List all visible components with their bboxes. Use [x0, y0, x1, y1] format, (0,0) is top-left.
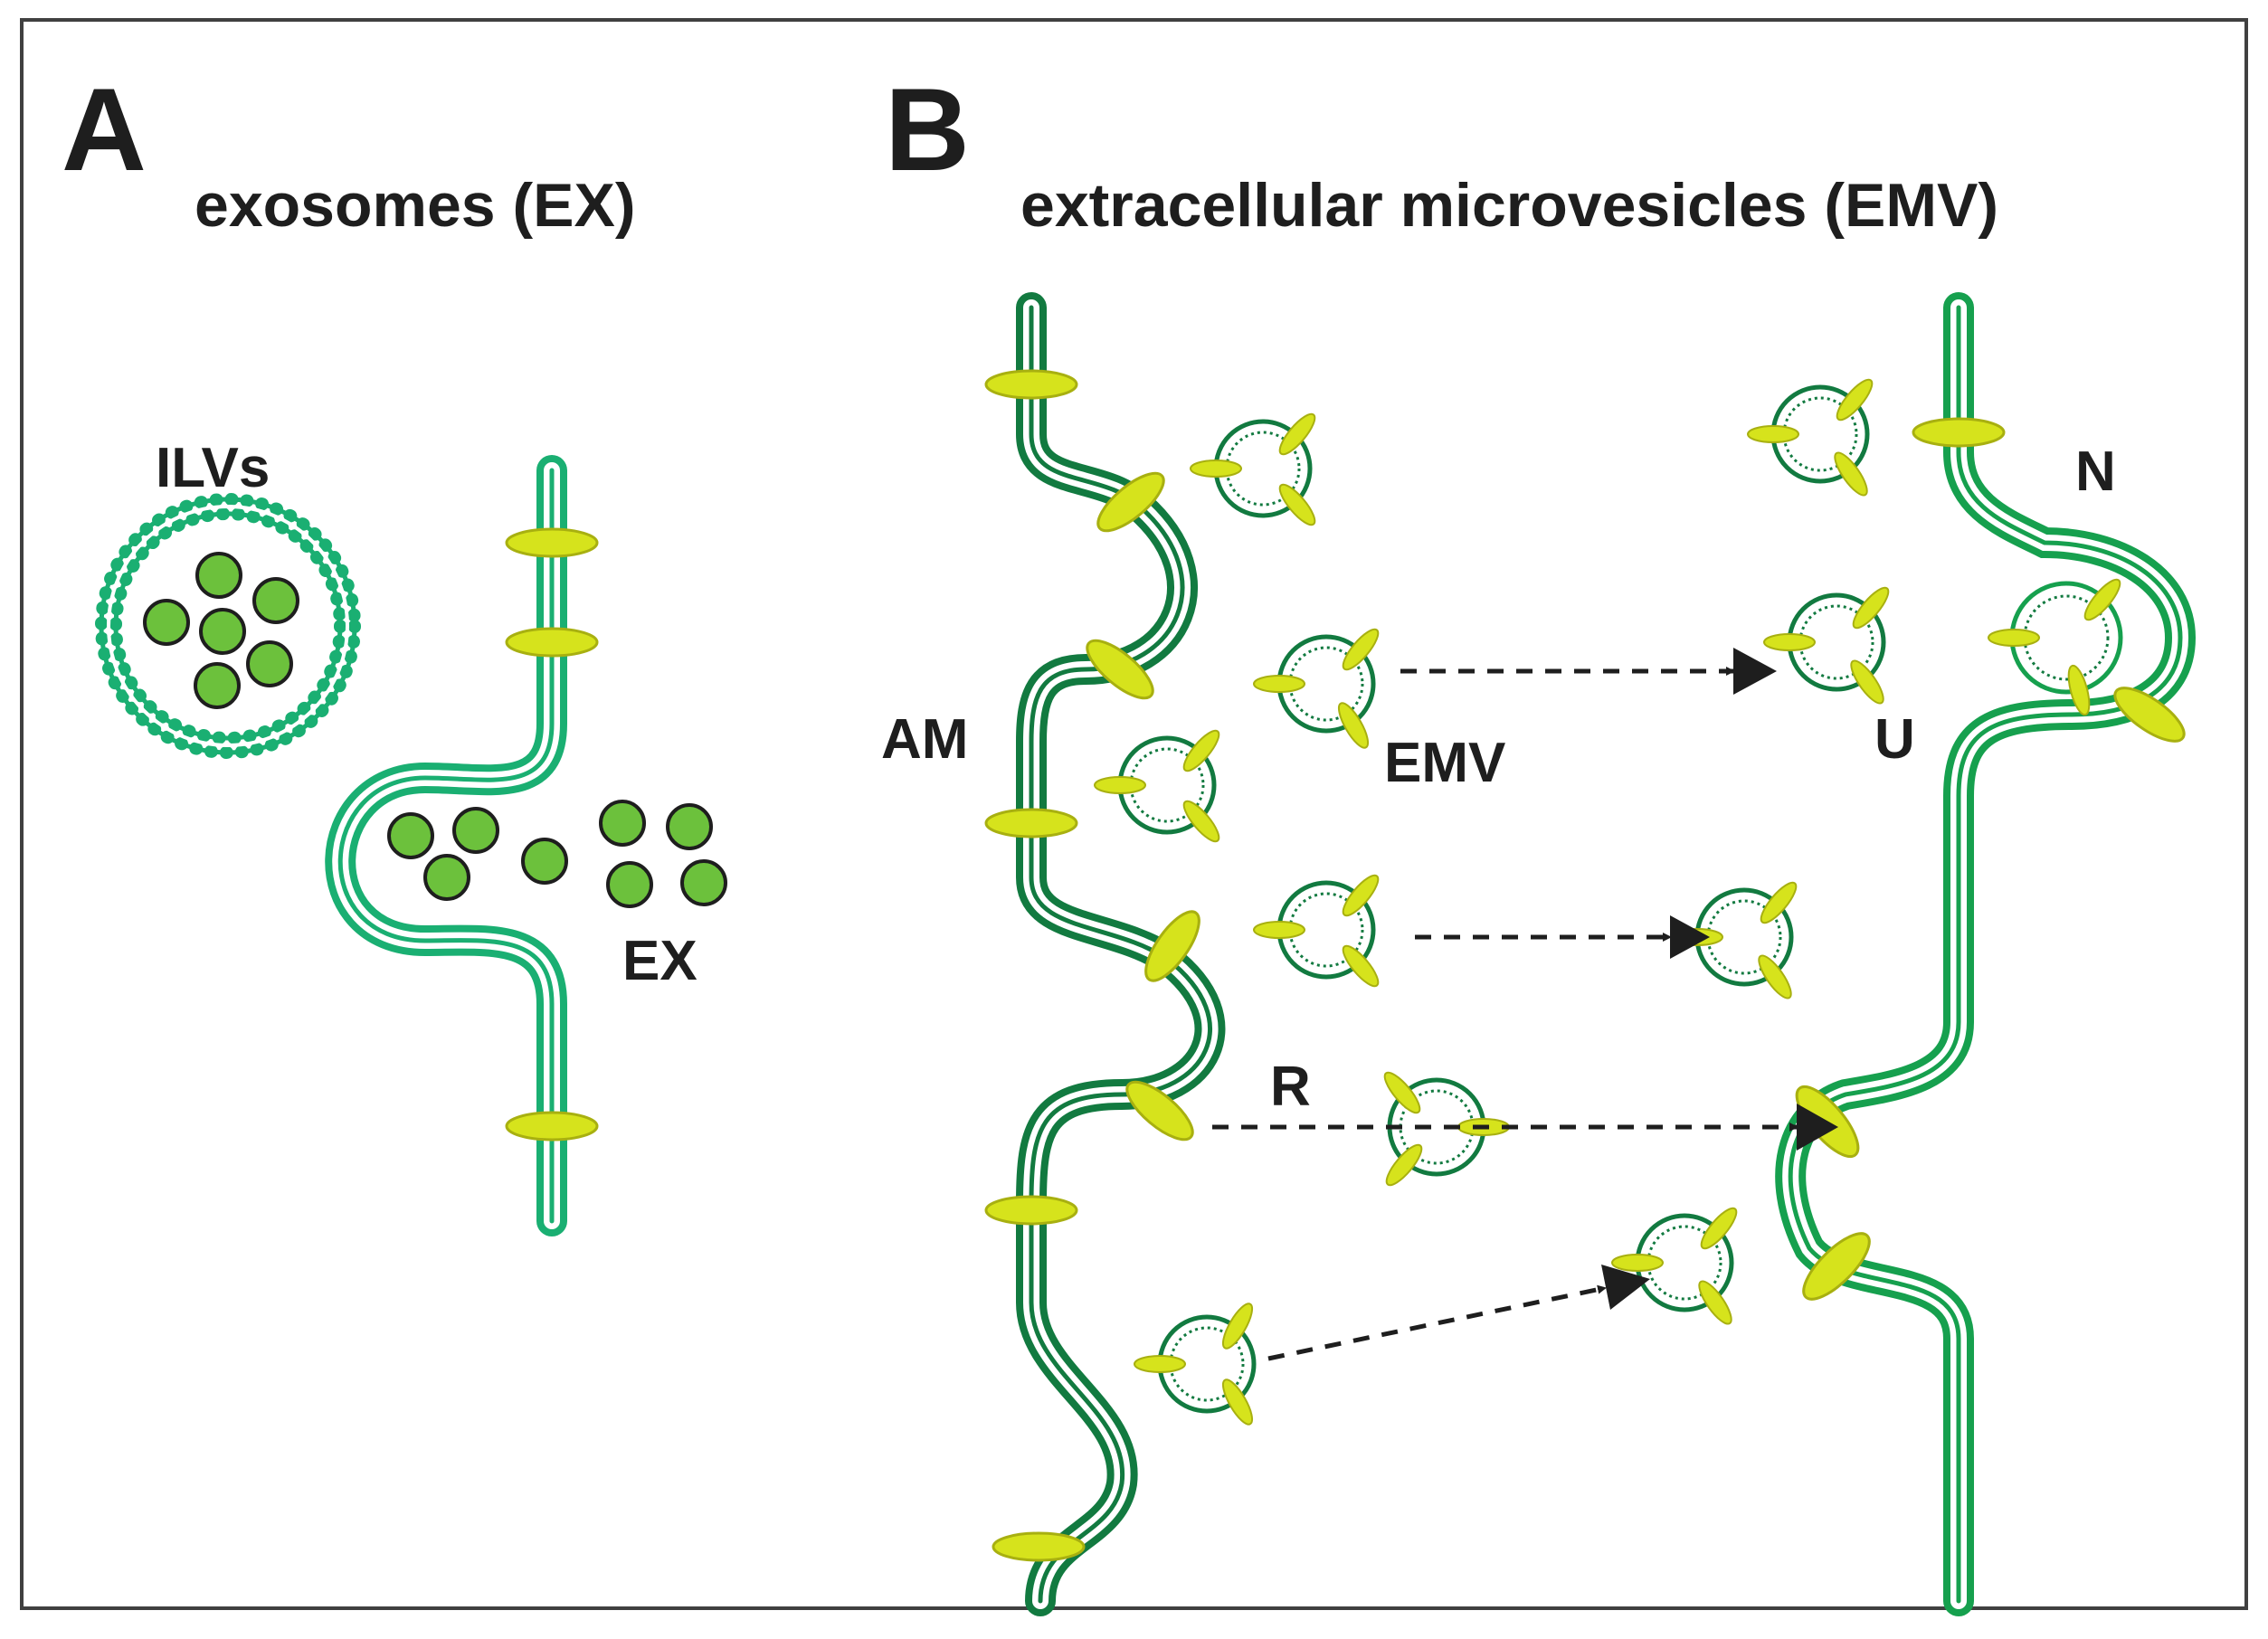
- exosome: [387, 812, 434, 859]
- exosome: [452, 807, 499, 854]
- am-label: AM: [881, 708, 968, 771]
- panel-a: A exosomes (EX) ILVs: [62, 63, 727, 1236]
- membrane-protein: [505, 1111, 599, 1142]
- ilv-vesicle: [143, 599, 190, 646]
- arrowhead: [1670, 915, 1710, 959]
- arrowheads: [1601, 648, 1838, 1310]
- membrane-proteins-a: [505, 527, 599, 1142]
- exosome: [521, 838, 568, 885]
- exosome: [599, 800, 646, 847]
- r-label: R: [1270, 1056, 1311, 1118]
- membrane-protein: [984, 1195, 1078, 1226]
- microvesicle: [1190, 412, 1316, 526]
- exosome: [606, 861, 653, 908]
- microvesicle: [1253, 874, 1380, 988]
- membrane-protein: [984, 808, 1078, 838]
- microvesicle: [1253, 628, 1380, 749]
- membrane-protein: [1125, 1080, 1194, 1142]
- membrane-protein: [1144, 910, 1200, 982]
- exosome: [666, 803, 713, 850]
- microvesicle: [1747, 378, 1874, 497]
- recipient-membrane: [1775, 292, 2197, 1616]
- panel-b-title: extracellular microvesicles (EMV): [1020, 171, 1998, 240]
- microvesicles: [1094, 378, 2123, 1426]
- ilv-vesicle: [246, 640, 293, 687]
- n-label: N: [2075, 441, 2116, 503]
- panel-a-title: exosomes (EX): [195, 171, 636, 240]
- panel-b: B extracellular microvesicles (EMV): [881, 63, 2197, 1616]
- plasma-membrane-a: [325, 455, 567, 1236]
- transfer-arrows: [1212, 667, 1798, 1361]
- membrane-protein: [1912, 417, 2006, 448]
- microvesicle: [1134, 1303, 1257, 1426]
- ilv-vesicle: [199, 608, 246, 655]
- transfer-arrow: [1267, 1284, 1607, 1361]
- exosome-cargo-group: [387, 800, 727, 908]
- panel-b-letter: B: [885, 63, 970, 195]
- membrane-protein: [1096, 471, 1165, 533]
- arrowhead: [1797, 1104, 1838, 1151]
- microvesicle: [1763, 586, 1890, 705]
- membrane-protein: [984, 369, 1078, 400]
- figure-frame: [20, 18, 2248, 1610]
- panel-a-letter: A: [62, 63, 147, 195]
- donor-membrane-proteins: [984, 369, 1200, 1562]
- emv-label: EMV: [1384, 732, 1505, 794]
- membrane-protein: [992, 1531, 1086, 1562]
- membrane-protein: [2113, 687, 2186, 743]
- u-label: U: [1874, 708, 1915, 771]
- ilv-vesicle: [252, 577, 299, 624]
- ilv-vesicle: [195, 552, 242, 599]
- ex-label: EX: [622, 930, 697, 992]
- membrane-protein: [505, 627, 599, 658]
- ilvs-label: ILVs: [156, 437, 270, 499]
- membrane-protein: [505, 527, 599, 558]
- arrowhead: [1601, 1265, 1650, 1310]
- multivesicular-body: [95, 493, 361, 759]
- ilv-cargo-group: [143, 552, 299, 709]
- membrane-protein: [1802, 1232, 1871, 1301]
- exosome: [423, 854, 470, 901]
- exosome: [680, 859, 727, 906]
- microvesicle: [1611, 1207, 1738, 1325]
- ilv-vesicle: [194, 662, 241, 709]
- arrowhead: [1733, 648, 1777, 695]
- microvesicle: [1671, 881, 1798, 1000]
- membrane-protein: [1086, 639, 1154, 700]
- microvesicle: [1094, 729, 1220, 843]
- microvesicle: [1988, 578, 2123, 716]
